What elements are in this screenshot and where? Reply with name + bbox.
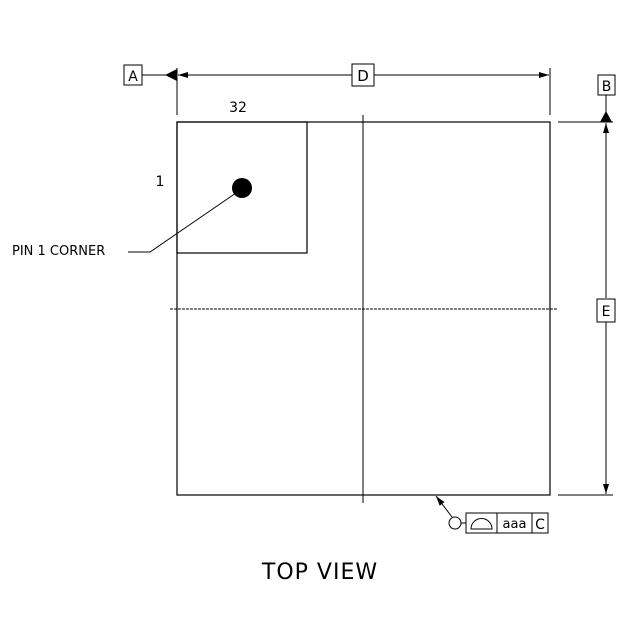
all-around-circle-icon (448, 516, 462, 530)
fcf-tolerance: aaa (503, 517, 527, 532)
feature-control-frame (465, 512, 549, 534)
pin1-dot (232, 178, 252, 198)
profile-of-surface-icon (470, 518, 493, 530)
dimension-e-label: E (602, 304, 611, 320)
pin1-corner-region (176, 121, 308, 254)
pin1-leader (128, 192, 237, 253)
dimension-e-box (596, 298, 616, 323)
row-label: 1 (156, 174, 165, 190)
fcf-datum: C (535, 517, 545, 533)
datum-a-label: A (128, 69, 138, 85)
datum-b-triangle-icon (600, 111, 612, 122)
dimension-d-label: D (357, 67, 369, 85)
view-title: TOP VIEW (261, 560, 378, 585)
column-label: 32 (229, 100, 247, 116)
datum-a-triangle-icon (165, 69, 177, 81)
datum-b-label: B (602, 79, 612, 95)
fcf-leader (435, 495, 453, 518)
dimension-d-box (351, 63, 375, 87)
pin1-corner-label: PIN 1 CORNER (12, 244, 105, 259)
